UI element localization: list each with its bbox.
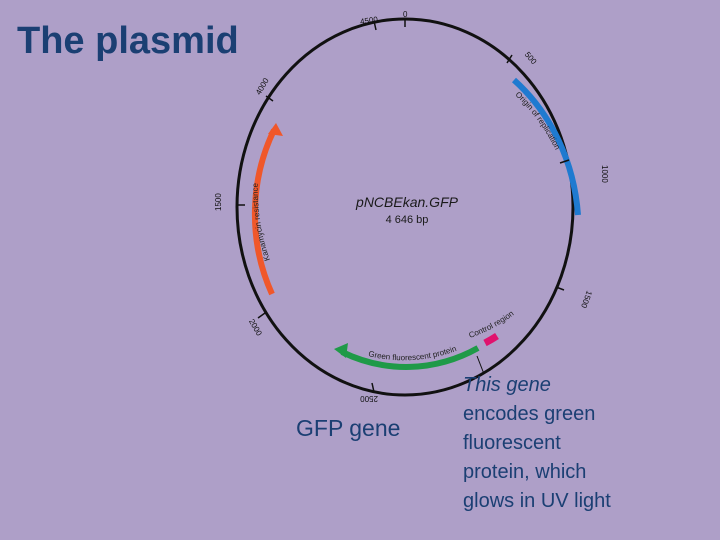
tick-label-2000: 2000 bbox=[247, 317, 264, 337]
tick-label-0: 0 bbox=[403, 10, 408, 19]
gfp-description: This gene encodes green fluorescent prot… bbox=[463, 371, 713, 516]
tick-label-1500-left: 1500 bbox=[214, 193, 223, 211]
pointer-line bbox=[476, 355, 485, 375]
tick-label-4000: 4000 bbox=[254, 76, 271, 96]
gfp-arrowhead bbox=[334, 343, 348, 358]
description-line-2: encodes green bbox=[463, 403, 596, 425]
gfp-gene-label: GFP gene bbox=[296, 415, 401, 441]
tick-label-500: 500 bbox=[523, 50, 539, 66]
gfp-arc bbox=[340, 345, 480, 370]
control-region-label: Control region bbox=[468, 309, 516, 340]
plasmid-size: 4 646 bp bbox=[386, 214, 429, 226]
control-region-arc bbox=[483, 333, 499, 347]
tick-label-1000: 1000 bbox=[600, 165, 609, 183]
tick-marks bbox=[236, 19, 570, 393]
description-line-5: glows in UV light bbox=[463, 490, 611, 512]
tick-label-2500: 2500 bbox=[360, 394, 378, 403]
description-line-1: This gene bbox=[463, 374, 551, 396]
description-line-4: protein, which bbox=[463, 461, 587, 483]
slide-title: The plasmid bbox=[17, 20, 239, 62]
tick-label-1500-right: 1500 bbox=[579, 289, 594, 309]
description-line-3: fluorescent bbox=[463, 432, 561, 454]
tick-label-4500: 4500 bbox=[360, 15, 379, 26]
origin-of-replication-arc bbox=[511, 77, 581, 216]
kanamycin-resistance-label: Kanamycin resistance bbox=[251, 182, 272, 262]
kanamycin-resistance-arc bbox=[251, 128, 277, 296]
kanamycin-arrowhead bbox=[268, 123, 283, 136]
plasmid-name: pNCBEkan.GFP bbox=[355, 194, 459, 210]
